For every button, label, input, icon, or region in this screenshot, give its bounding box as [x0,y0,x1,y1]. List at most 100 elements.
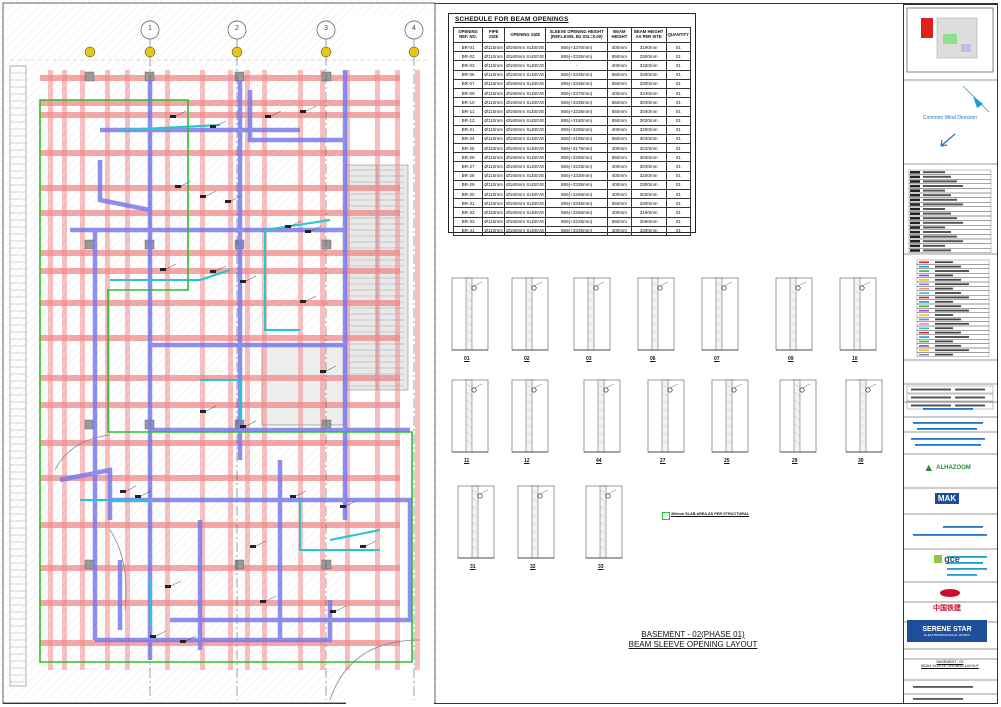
schedule-cell: 01 [665,143,692,154]
schedule-cell: 01 [665,161,692,172]
wind-arrow-icon [940,133,956,147]
schedule-cell: 3300mm [630,198,667,209]
schedule-cell: BR-07 [452,78,484,89]
schedule-cell: 550mm [607,133,632,145]
consultant-info [911,408,987,700]
schedule-cell: Ø110mm [482,69,506,80]
schedule-cell: 550mm [607,198,632,209]
grid-bubble [227,20,247,40]
schedule-cell: 01 [665,97,692,108]
schedule-cell: 865(+3265mm) [545,152,608,163]
slab-area-legend-swatch [662,512,670,520]
schedule-cell: 01 [665,207,692,218]
grid-bubble [140,20,160,40]
schedule-cell: Ø160mm SLEEVE [504,41,547,53]
gce-icon [934,555,943,563]
schedule-cell: Ø160mm SLEEVE [504,225,547,236]
section-detail [701,277,739,351]
schedule-cell: 3200mm [630,124,667,135]
consultant-logo: MAK [907,488,987,508]
pipe-annotations [120,105,377,643]
schedule-cell: BR-12 [452,115,484,126]
section-detail-label: 02 [524,356,530,362]
schedule-cell: 01 [665,188,692,200]
grid-label: 1 [148,25,152,32]
schedule-cell: 3220mm [630,60,667,71]
schedule-title: SCHEDULE FOR BEAM OPENINGS [455,16,569,23]
schedule-cell: 3300mm [630,69,667,80]
schedule-header-cell: OPENING REF. NO. [452,27,484,43]
left-edge-strip [9,65,27,687]
schedule-cell: Ø110mm [482,97,506,108]
schedule-cell: Ø110mm [482,106,506,117]
schedule-cell: BR-03 [452,60,484,71]
schedule-cell: Ø160mm SLEEVE [504,188,547,200]
schedule-cell: 3040mm [630,152,667,163]
section-detail [839,277,877,351]
grid-bubble [404,20,424,40]
schedule-cell: 01 [665,60,692,71]
floor-plan-drawing [0,0,440,705]
alhazoom-icon: ▲ [923,462,935,474]
schedule-header-cell: OPENING SIZE [504,27,547,43]
north-arrow-icon [962,85,990,113]
schedule-cell: BR-31 [452,198,484,209]
schedule-cell: Ø110mm [482,225,506,236]
schedule-cell: 01 [665,69,692,80]
schedule-cell: Ø160mm SLEEVE [504,133,547,145]
schedule-cell: 865(+3335mm) [545,179,608,191]
schedule-cell: 400mm [607,124,632,135]
schedule-cell: 01 [665,179,692,191]
schedule-cell: 01 [665,133,692,145]
schedule-cell: 400mm [607,170,632,181]
schedule-cell: 3190mm [630,41,667,53]
schedule-cell: Ø110mm [482,87,506,99]
schedule-cell: 865(+3195mm) [545,133,608,145]
schedule-header-cell: QUANTITY [665,27,692,43]
schedule-cell: 3020mm [630,115,667,126]
slab-area-note: 300mm SLAB AREA AS PER STRUCTURAL [671,512,750,516]
section-detail-label: 25 [724,458,730,464]
schedule-cell: 3020mm [630,188,667,200]
schedule-cell: Ø160mm SLEEVE [504,179,547,191]
section-detail-label: 11 [464,458,470,464]
section-detail-label: 30 [858,458,864,464]
schedule-cell: BR-06 [452,69,484,80]
section-detail [711,379,749,453]
schedule-cell: 3300mm [630,225,667,236]
schedule-cell: 3040mm [630,161,667,172]
schedule-cell: 01 [665,41,692,53]
schedule-cell: 01 [665,78,692,89]
schedule-cell: 400mm [607,207,632,218]
schedule-cell: Ø110mm [482,115,506,126]
key-plan [906,7,994,73]
schedule-cell: 865(+3335mm) [545,225,608,236]
schedule-cell: BR-27 [452,161,484,172]
section-detail-label: 12 [524,458,530,464]
section-detail [845,379,883,453]
client-logo: ▲ ALHAZOOM [923,462,971,474]
schedule-cell: 865(+3225mm) [545,216,608,227]
section-detail-label: 06 [650,356,656,362]
schedule-cell: BR-25 [452,143,484,154]
schedule-cell: 01 [665,124,692,135]
schedule-cell: 01 [665,115,692,126]
schedule-cell: 865(+3180mm) [545,115,608,126]
schedule-cell: 01 [665,87,692,99]
schedule-header-cell: BEAM HEIGHT [607,27,632,43]
schedule-cell: Ø160mm SLEEVE [504,216,547,227]
contractor-logo: SERENE STAR ELECTROMECHANICAL WORKS [907,620,987,642]
schedule-header-cell: SLEEVE OPENING HEIGHT (REF.LEVEL B2 SSL=… [545,27,608,43]
section-detail [451,277,489,351]
schedule-cell: BR-21 [452,124,484,135]
